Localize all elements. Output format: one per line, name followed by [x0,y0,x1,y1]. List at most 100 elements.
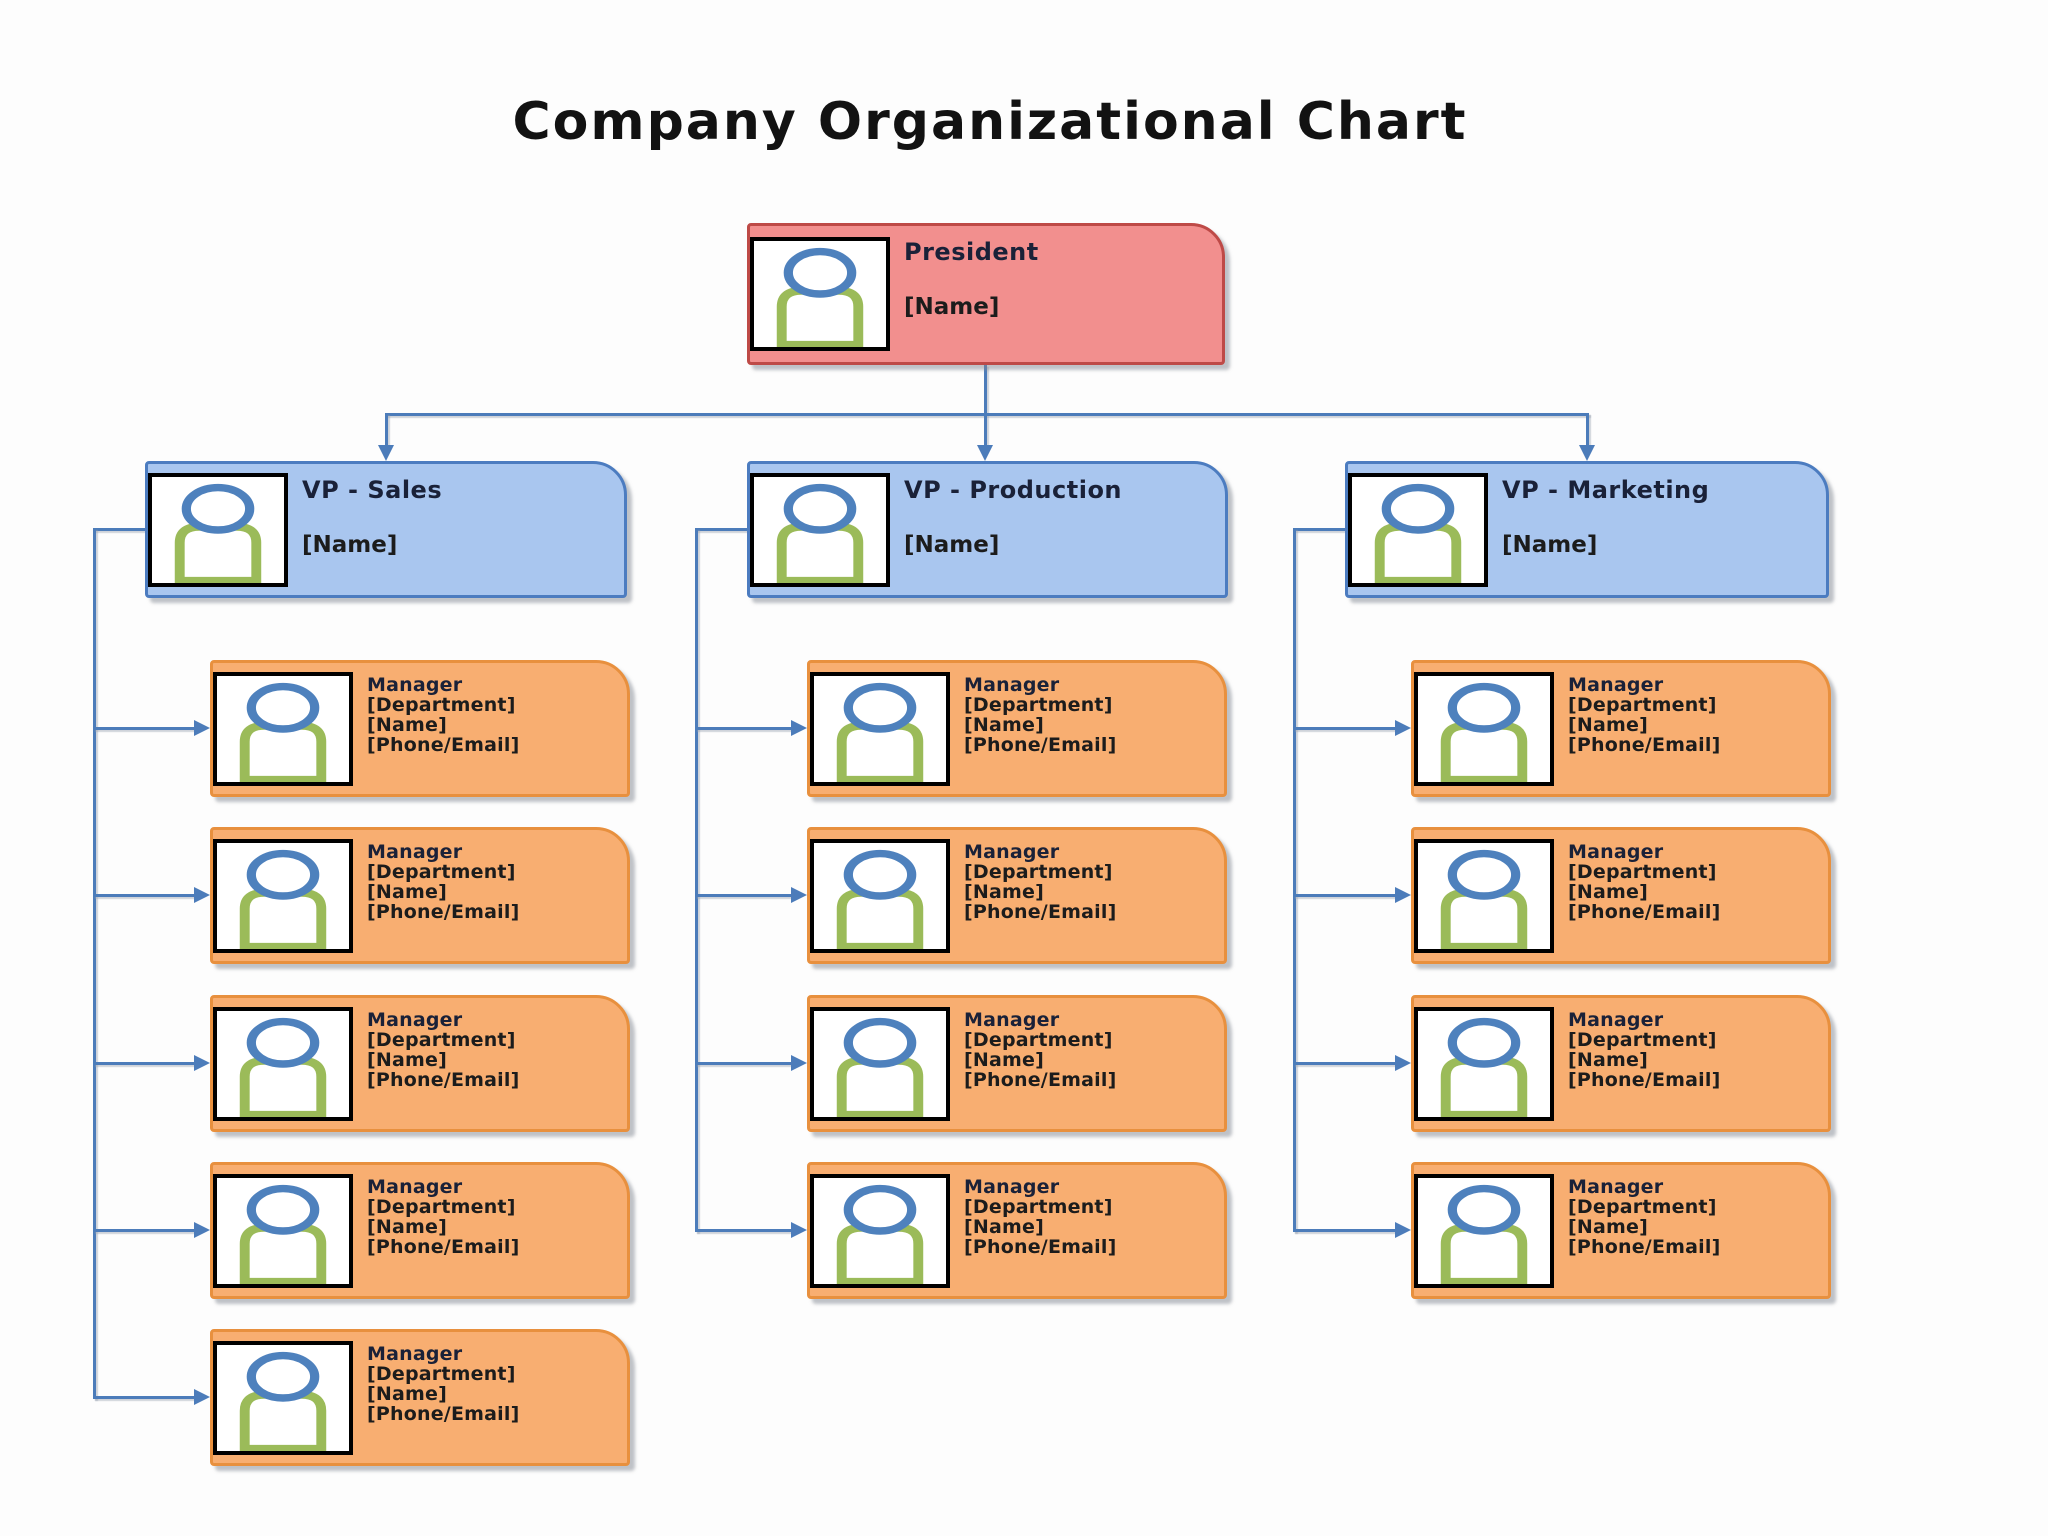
manager-contact: [Phone/Email] [964,734,1117,756]
manager-card[interactable]: Manager [Department] [Name] [Phone/Email… [210,1329,630,1466]
manager-title: Manager [1568,1176,1664,1198]
connector-production-trunk [695,528,698,1232]
person-icon [1418,1178,1550,1284]
manager-card[interactable]: Manager [Department] [Name] [Phone/Email… [1411,1162,1831,1299]
manager-name: [Name] [1568,881,1648,903]
connector-sales-branch [93,727,196,730]
connector-president-crossbar [385,413,1589,416]
vp-name: [Name] [302,532,398,558]
connector-marketing-branch [1293,1062,1395,1065]
connector-production-branch [695,1229,791,1232]
manager-contact: [Phone/Email] [1568,1236,1721,1258]
vp-production-card[interactable]: VP - Production [Name] [747,461,1228,598]
arrow-right-icon [194,887,210,903]
vp-name: [Name] [904,532,1000,558]
manager-title: Manager [1568,674,1664,696]
manager-name: [Name] [367,714,447,736]
manager-name: [Name] [964,1049,1044,1071]
manager-card[interactable]: Manager [Department] [Name] [Phone/Email… [1411,995,1831,1132]
manager-department: [Department] [367,861,516,883]
president-title: President [904,238,1039,266]
connector-production-branch [695,1062,791,1065]
photo-placeholder [810,671,950,786]
manager-department: [Department] [367,1196,516,1218]
person-icon [1418,1011,1550,1117]
photo-placeholder [810,838,950,953]
person-icon [814,1178,946,1284]
manager-card[interactable]: Manager [Department] [Name] [Phone/Email… [807,1162,1227,1299]
manager-department: [Department] [1568,694,1717,716]
president-card[interactable]: President [Name] [747,223,1225,365]
manager-name: [Name] [367,881,447,903]
manager-name: [Name] [964,714,1044,736]
photo-placeholder [213,1173,353,1288]
person-icon [1418,676,1550,782]
manager-title: Manager [367,1009,463,1031]
manager-title: Manager [964,841,1060,863]
connector-sales-branch [93,1396,196,1399]
connector-sales-branch [93,1229,196,1232]
vp-sales-card[interactable]: VP - Sales [Name] [145,461,627,598]
vp-title: VP - Marketing [1502,476,1710,504]
arrow-down-vp-production-icon [977,445,993,461]
photo-placeholder [1414,1173,1554,1288]
manager-contact: [Phone/Email] [367,1236,520,1258]
manager-card[interactable]: Manager [Department] [Name] [Phone/Email… [807,995,1227,1132]
photo-placeholder [1414,671,1554,786]
manager-department: [Department] [964,861,1113,883]
manager-contact: [Phone/Email] [367,901,520,923]
photo-placeholder [810,1173,950,1288]
manager-title: Manager [1568,841,1664,863]
manager-card[interactable]: Manager [Department] [Name] [Phone/Email… [210,1162,630,1299]
person-icon [1418,843,1550,949]
connector-marketing-branch [1293,1229,1395,1232]
manager-card[interactable]: Manager [Department] [Name] [Phone/Email… [210,995,630,1132]
manager-name: [Name] [964,881,1044,903]
person-icon [1352,477,1484,583]
photo-placeholder [213,671,353,786]
arrow-right-icon [791,1222,807,1238]
manager-card[interactable]: Manager [Department] [Name] [Phone/Email… [210,660,630,797]
connector-production-branch [695,894,791,897]
connector-sales-branch [93,894,196,897]
person-icon [814,1011,946,1117]
person-icon [217,1011,349,1117]
person-icon [217,1178,349,1284]
vp-marketing-card[interactable]: VP - Marketing [Name] [1345,461,1829,598]
manager-contact: [Phone/Email] [367,734,520,756]
arrow-right-icon [194,1389,210,1405]
connector-drop-vp-sales [385,413,388,447]
connector-president-stem [984,365,987,416]
manager-card[interactable]: Manager [Department] [Name] [Phone/Email… [807,827,1227,964]
manager-department: [Department] [964,694,1113,716]
photo-placeholder [750,472,890,587]
connector-sales-vp-stub [93,528,145,531]
arrow-right-icon [791,887,807,903]
photo-placeholder [213,1340,353,1455]
person-icon [814,843,946,949]
photo-placeholder [750,237,890,351]
manager-contact: [Phone/Email] [367,1069,520,1091]
manager-card[interactable]: Manager [Department] [Name] [Phone/Email… [807,660,1227,797]
person-icon [754,241,886,347]
arrow-down-vp-sales-icon [378,445,394,461]
manager-card[interactable]: Manager [Department] [Name] [Phone/Email… [210,827,630,964]
manager-title: Manager [367,841,463,863]
manager-name: [Name] [964,1216,1044,1238]
connector-production-vp-stub [695,528,747,531]
arrow-right-icon [1395,1222,1411,1238]
arrow-right-icon [791,720,807,736]
arrow-right-icon [1395,720,1411,736]
manager-contact: [Phone/Email] [1568,1069,1721,1091]
connector-marketing-branch [1293,727,1395,730]
connector-marketing-vp-stub [1293,528,1345,531]
vp-title: VP - Production [904,476,1123,504]
manager-title: Manager [964,674,1060,696]
photo-placeholder [213,1006,353,1121]
manager-card[interactable]: Manager [Department] [Name] [Phone/Email… [1411,660,1831,797]
manager-name: [Name] [1568,714,1648,736]
manager-card[interactable]: Manager [Department] [Name] [Phone/Email… [1411,827,1831,964]
manager-department: [Department] [367,694,516,716]
manager-title: Manager [964,1009,1060,1031]
manager-name: [Name] [1568,1216,1648,1238]
